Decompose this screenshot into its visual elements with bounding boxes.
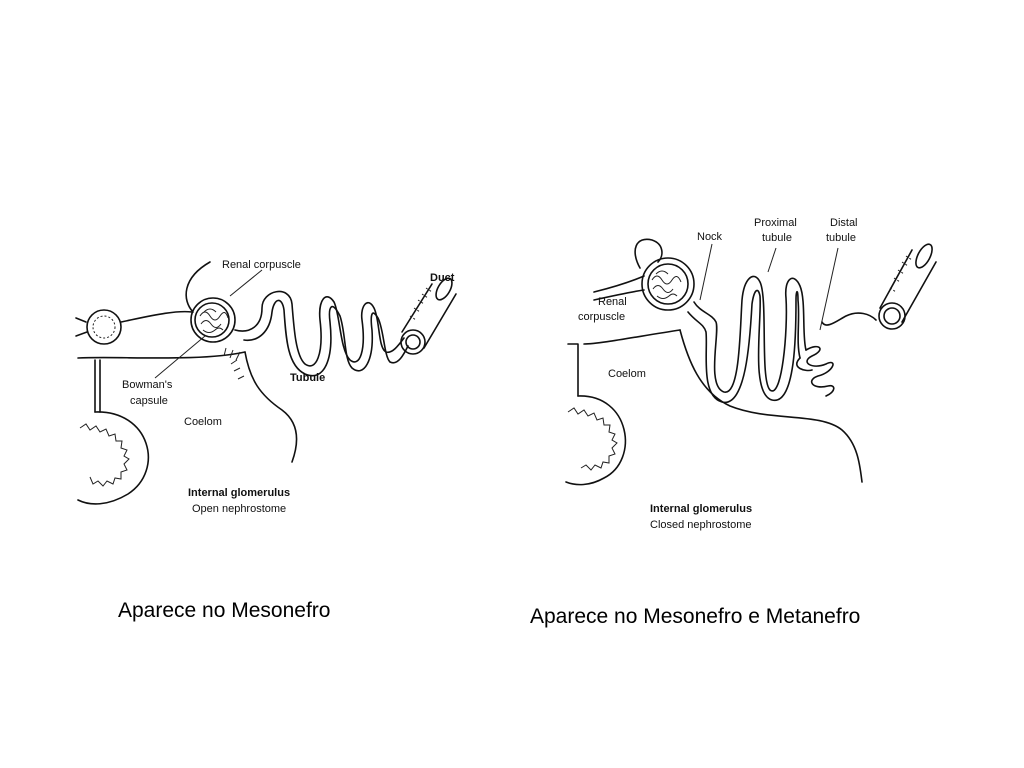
label-proximal-tubule: tubule <box>762 232 792 244</box>
right-diagram: Nock Proximal tubule Distal tubule Renal… <box>530 217 937 628</box>
label-closed-nephrostome: Closed nephrostome <box>650 519 752 531</box>
right-renal-corpuscle <box>593 238 695 311</box>
left-coelom-upper-wall <box>77 351 246 359</box>
left-vessel-ring <box>75 309 122 345</box>
caption-right: Aparece no Mesonefro e Metanefro <box>530 605 860 628</box>
label-distal: Distal <box>830 217 858 229</box>
label-capsule: capsule <box>130 395 168 407</box>
right-coelom-upper-wall <box>567 329 681 397</box>
left-renal-corpuscle-pointer <box>229 269 263 297</box>
left-tubule-inner <box>243 299 409 377</box>
label-open-nephrostome: Open nephrostome <box>192 503 286 515</box>
left-diagram: Renal corpuscle Duct Bowman's capsule Tu… <box>75 259 457 622</box>
left-renal-corpuscle <box>185 261 236 343</box>
label-internal-glomerulus-right: Internal glomerulus <box>650 503 752 515</box>
right-neck-pointer <box>699 243 713 301</box>
left-bowmans-pointer <box>154 335 206 379</box>
right-proximal-pointer <box>767 247 777 273</box>
right-proximal-tubule-inner <box>687 289 801 403</box>
label-coelom-left: Coelom <box>184 416 222 428</box>
left-stalk <box>94 359 101 413</box>
label-bowmans: Bowman's <box>122 379 173 391</box>
right-distal-tubule <box>796 345 835 397</box>
label-coelom-right: Coelom <box>608 368 646 380</box>
left-coelom-lower-wall <box>244 351 298 463</box>
right-distal-pointer <box>819 247 839 331</box>
label-tubule: Tubule <box>290 372 325 384</box>
left-arteriole <box>120 310 193 323</box>
left-nephrostome-cilia <box>223 347 245 380</box>
label-renal: Renal <box>598 296 627 308</box>
label-neck: Nock <box>697 231 723 243</box>
label-duct: Duct <box>430 272 455 284</box>
caption-left: Aparece no Mesonefro <box>118 599 330 622</box>
left-gut-circle <box>77 411 150 505</box>
label-internal-glomerulus-left: Internal glomerulus <box>188 487 290 499</box>
left-tubule <box>234 290 405 367</box>
right-gut-circle <box>565 395 627 486</box>
right-coelom-lower-wall <box>679 329 863 483</box>
right-proximal-tubule <box>693 275 807 393</box>
left-duct <box>400 277 457 355</box>
label-renal-corpuscle-right: corpuscle <box>578 311 625 323</box>
label-proximal: Proximal <box>754 217 797 229</box>
right-duct <box>878 243 937 330</box>
label-distal-tubule: tubule <box>826 232 856 244</box>
right-distal-link <box>821 312 877 326</box>
label-renal-corpuscle: Renal corpuscle <box>222 259 301 271</box>
